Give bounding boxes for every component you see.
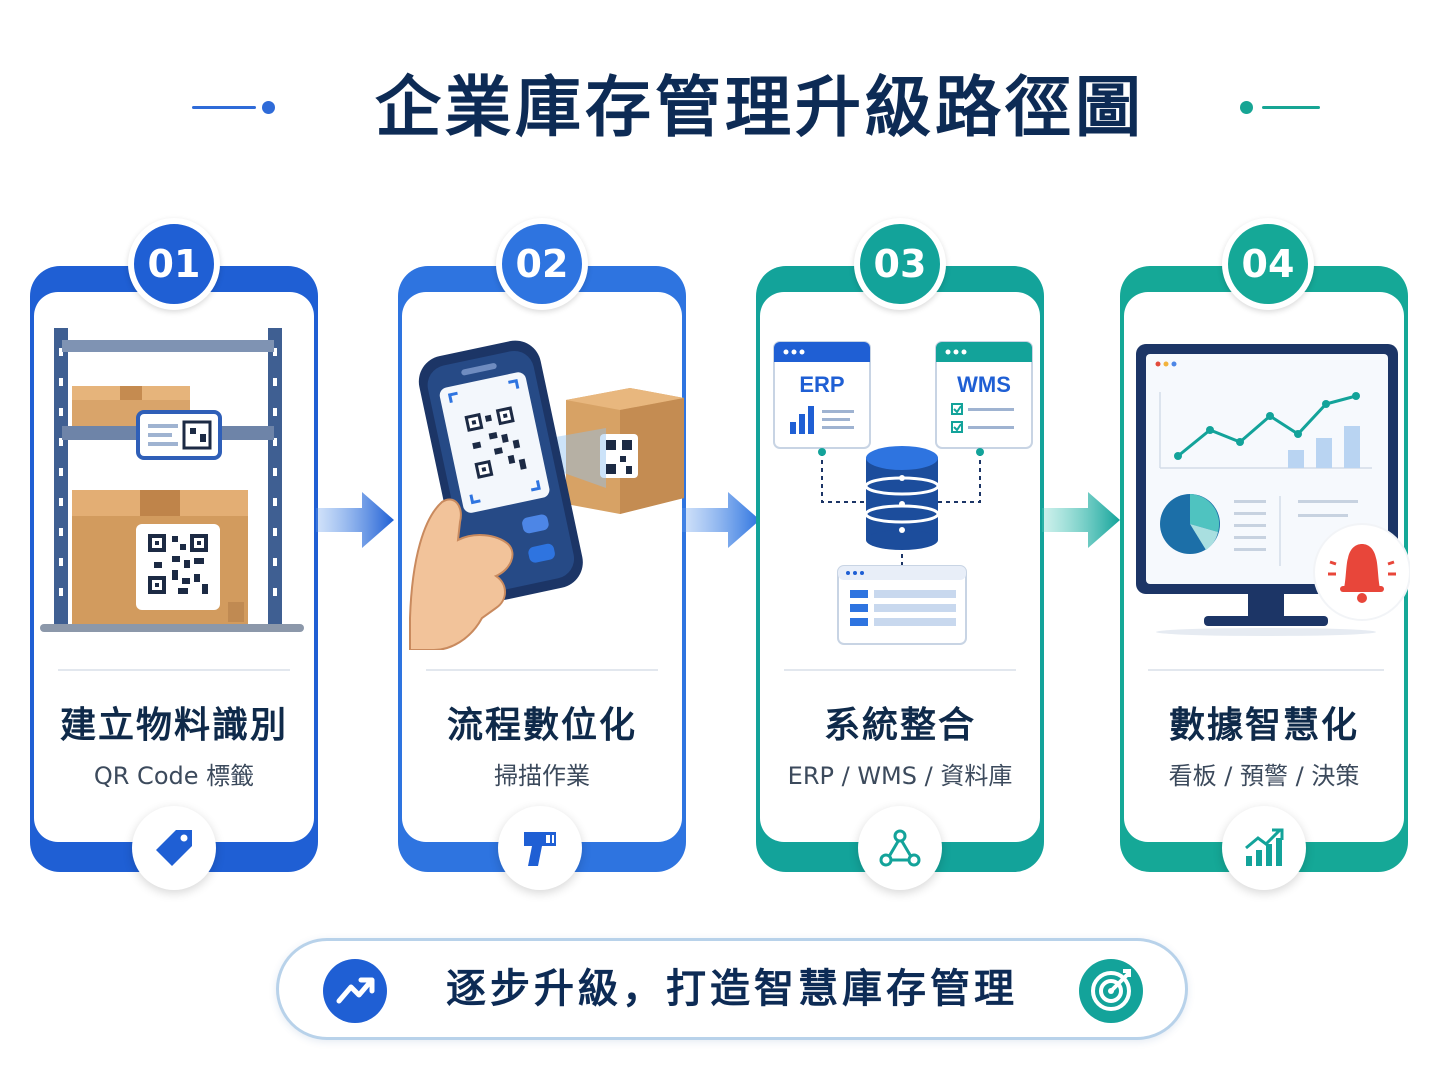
network-icon-circle [858,806,942,890]
dashboard-monitor-illustration [1136,344,1410,636]
step-2-subtitle: 掃描作業 [494,762,590,790]
growth-chart-icon [1245,828,1284,866]
title-decoration-left-dot [262,101,275,114]
step-1-title: 建立物料識別 [59,705,288,746]
step-badge-4: 04 [1222,218,1314,310]
step-2-divider [426,669,658,671]
step-badge-2: 02 [496,218,588,310]
shelf-boxes-qr-illustration [40,328,304,632]
wms-label: WMS [957,372,1011,397]
page-title: 企業庫存管理升級路徑圖 [375,69,1145,146]
title-row: 企業庫存管理升級路徑圖 [0,58,1448,158]
step-4-subtitle: 看板 / 預警 / 決策 [1168,762,1360,790]
title-decoration-right-line [1262,106,1320,109]
tag-icon [156,830,192,866]
banner-text: 逐步升級，打造智慧庫存管理 [446,966,1018,1012]
title-decoration-right-dot [1240,101,1253,114]
step-2-title: 流程數位化 [446,705,637,746]
step-badge-1: 01 [128,218,220,310]
handheld-scanner-illustration [409,340,684,650]
step-4-title: 數據智慧化 [1168,705,1359,746]
step-3-subtitle: ERP / WMS / 資料庫 [787,762,1013,790]
title-decoration-left-line [192,106,256,109]
step-badge-3: 03 [854,218,946,310]
summary-banner: 逐步升級，打造智慧庫存管理 [276,938,1188,1040]
step-1-divider [58,669,290,671]
target-icon [1079,959,1143,1023]
trending-up-icon [323,959,387,1023]
flow-arrow-2 [682,492,760,548]
barcode-scanner-icon [524,832,556,866]
step-1-subtitle: QR Code 標籤 [93,762,255,790]
step-3-title: 系統整合 [823,705,976,746]
flow-arrow-1 [316,492,394,548]
step-3-divider [784,669,1016,671]
growth-chart-icon-circle [1222,806,1306,890]
system-integration-illustration: ERP WMS [773,341,1033,645]
tag-icon-circle [132,806,216,890]
erp-label: ERP [799,372,844,397]
barcode-scanner-icon-circle [498,806,582,890]
flow-arrow-3 [1042,492,1120,548]
step-4-divider [1148,669,1384,671]
network-icon [879,829,921,867]
